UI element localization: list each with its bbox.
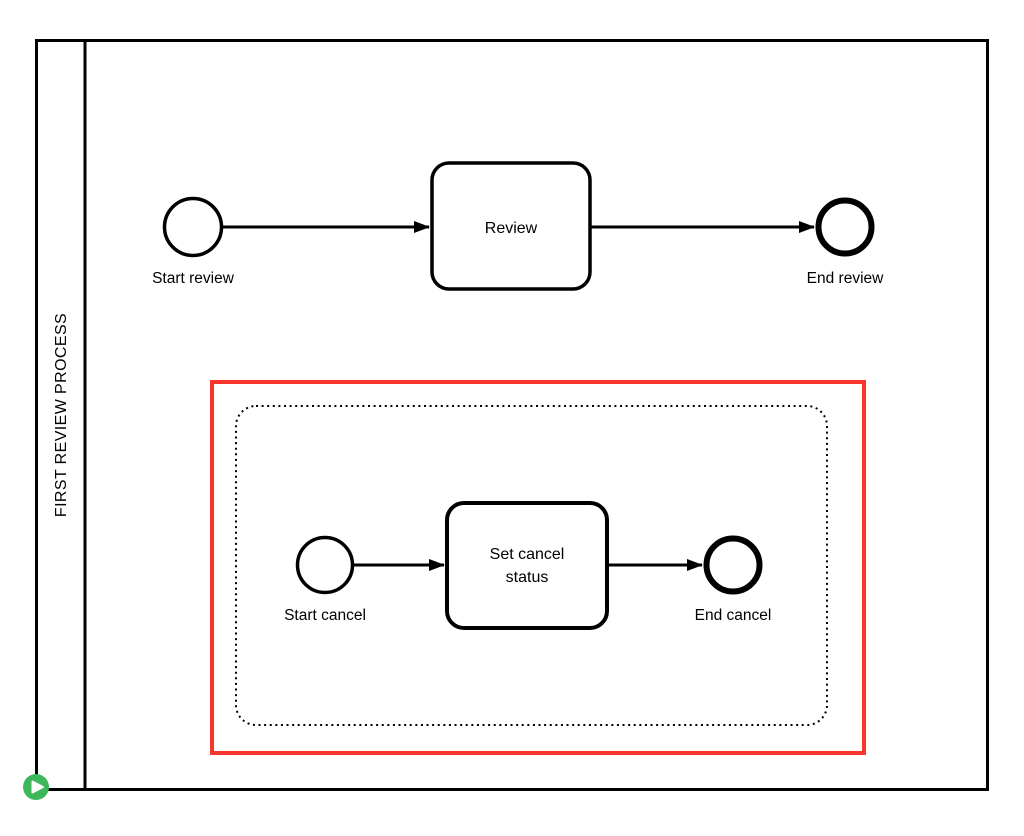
start-event-cancel[interactable] (295, 535, 355, 595)
highlight-frame (210, 380, 866, 755)
task-review-label: Review (485, 220, 538, 237)
start-event-review[interactable] (162, 196, 224, 258)
end-event-cancel[interactable] (703, 535, 763, 595)
play-icon (31, 780, 44, 794)
event-subprocess-cancel[interactable] (235, 405, 828, 726)
pool-first-review-process[interactable] (35, 39, 989, 791)
task-review[interactable] (430, 161, 592, 291)
task-set-cancel-status-label-line2: status (506, 569, 549, 586)
start-event-review-label: Start review (152, 270, 235, 287)
task-set-cancel-status-label-line1: Set cancel (490, 546, 565, 563)
pool-label: FIRST REVIEW PROCESS (53, 313, 70, 517)
end-event-cancel-label: End cancel (695, 607, 772, 624)
task-set-cancel-status[interactable] (445, 501, 609, 630)
start-event-cancel-label: Start cancel (284, 607, 366, 624)
end-event-review[interactable] (815, 197, 875, 257)
end-event-review-label: End review (807, 270, 884, 287)
play-button[interactable] (23, 774, 49, 800)
